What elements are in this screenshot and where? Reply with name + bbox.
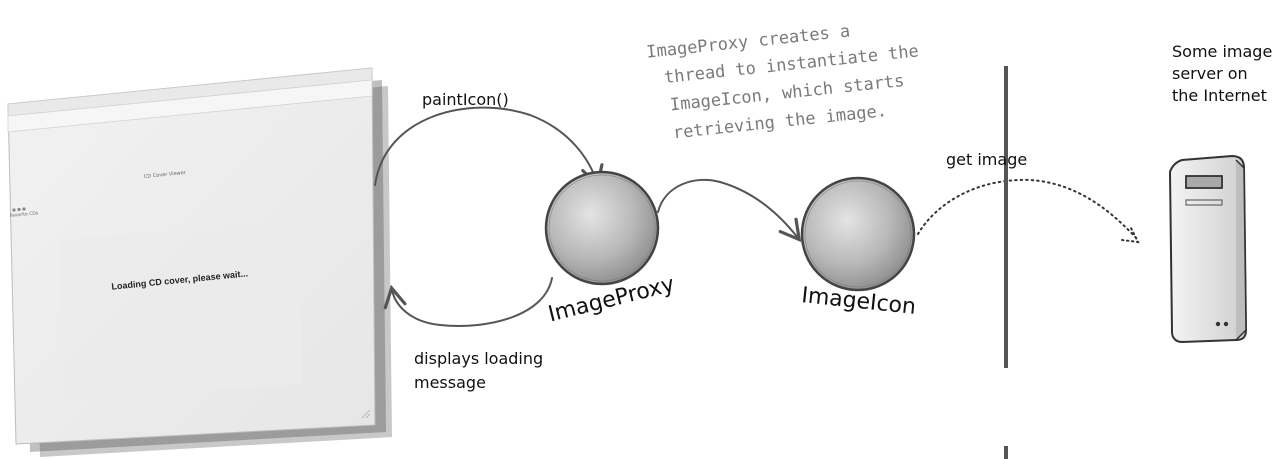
server-label-line3: the Internet — [1172, 86, 1267, 105]
image-icon-node — [800, 176, 916, 292]
paint-icon-arrow — [374, 106, 604, 189]
image-proxy-node — [544, 170, 660, 286]
image-icon-label: ImageIcon — [800, 283, 917, 320]
window-title: CD Cover Viewer — [144, 170, 187, 180]
window-controls-icon[interactable] — [12, 207, 26, 212]
get-image-label: get image — [946, 150, 1027, 169]
server-label-line1: Some image — [1172, 42, 1272, 61]
resize-grip-icon[interactable] — [361, 409, 371, 419]
annotation-note: ImageProxy creates a thread to instantia… — [645, 21, 919, 143]
get-image-arrowhead-icon — [1121, 225, 1140, 244]
displays-loading-label-line1: displays loading — [414, 349, 543, 368]
window-menu-bar — [7, 79, 373, 133]
displays-loading-label-line2: message — [414, 373, 486, 392]
proxy-to-icon-arrow — [657, 178, 802, 243]
window-content-panel — [60, 220, 303, 400]
server-label-line2: server on — [1172, 64, 1248, 83]
get-image-arrow — [917, 178, 1139, 241]
app-window: CD Cover Viewer Favorite CDs Loading CD … — [7, 67, 392, 457]
window-menu-label[interactable]: Favorite CDs — [10, 210, 39, 219]
displays-loading-arrow — [383, 277, 553, 327]
paint-icon-label: paintIcon() — [422, 90, 509, 109]
server-label: Some image server on the Internet — [1172, 42, 1272, 105]
server-icon — [1168, 154, 1248, 344]
